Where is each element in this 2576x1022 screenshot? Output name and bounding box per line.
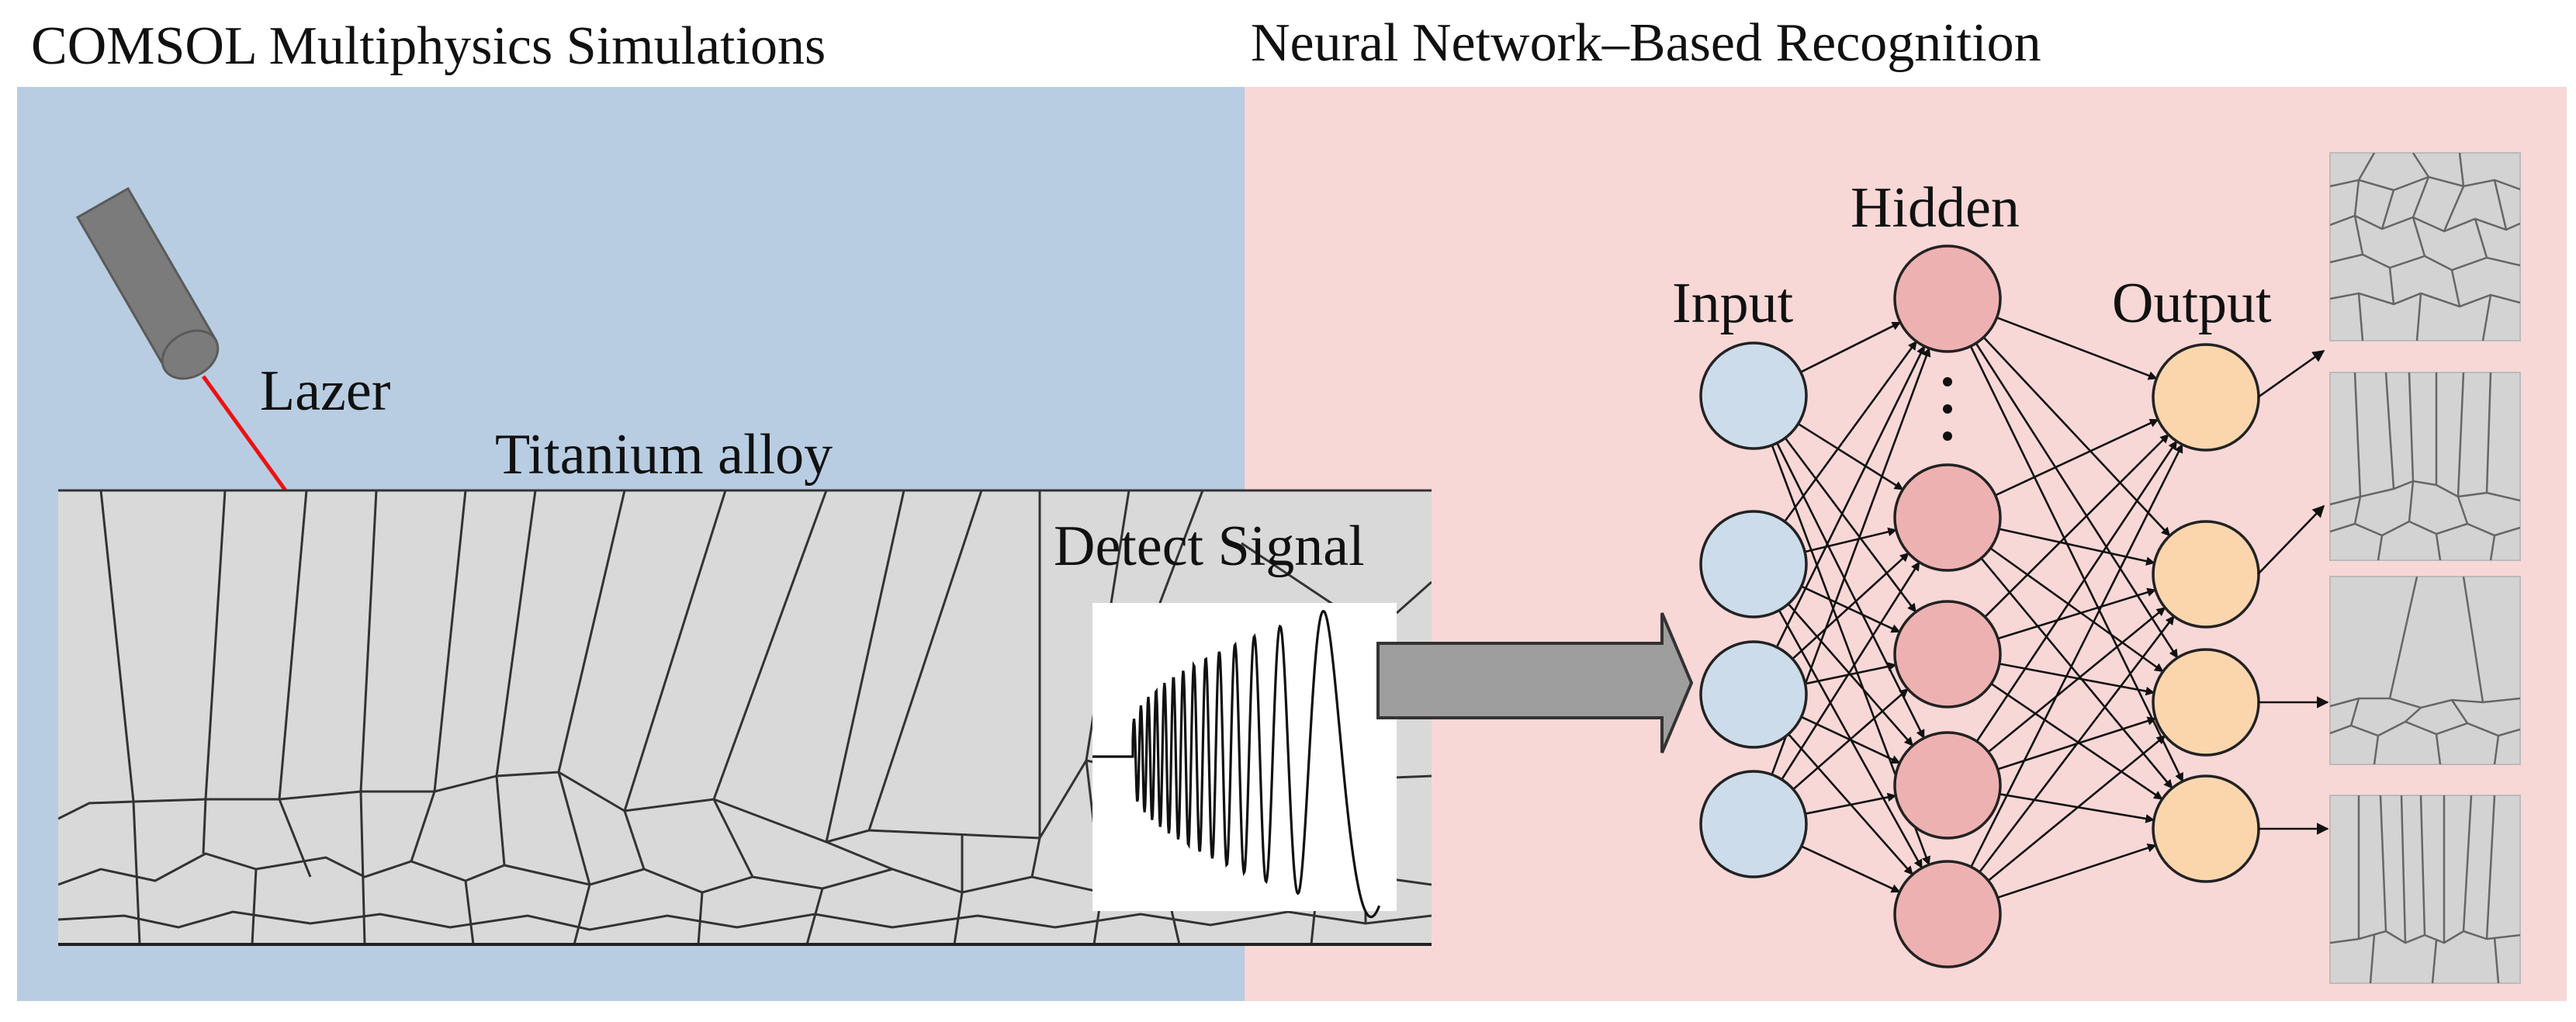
network-connection xyxy=(1984,433,2169,618)
microstructure-columnar xyxy=(2329,795,2521,984)
microstructure-columnar-bottom-equiaxed xyxy=(2329,372,2521,561)
columnar-grain-boundaries xyxy=(99,490,1432,843)
network-connection xyxy=(1792,552,1909,660)
hidden-ellipsis xyxy=(1943,377,1952,441)
network-connection xyxy=(1990,683,2163,800)
laser-beam xyxy=(201,375,288,492)
network-connection xyxy=(1987,735,2166,882)
laser-head-icon xyxy=(75,186,220,380)
output-node xyxy=(2152,343,2260,452)
hidden-node xyxy=(1893,244,2002,353)
network-connection xyxy=(1982,336,2171,537)
output-arrows xyxy=(2257,349,2329,835)
network-connection xyxy=(1989,547,2164,673)
recognition-title: Neural Network–Based Recognition xyxy=(1251,13,2041,73)
microstructure-equiaxed xyxy=(2329,152,2521,341)
signal-label: Detect Signal xyxy=(1054,514,1365,578)
material-label: Titanium alloy xyxy=(495,423,833,487)
simulation-title: COMSOL Multiphysics Simulations xyxy=(31,16,826,76)
signal-plot xyxy=(1092,603,1397,919)
hidden-node xyxy=(1893,463,2002,572)
network-connection xyxy=(1997,587,2157,640)
output-layer-label: Output xyxy=(2112,272,2272,335)
laser-label: Lazer xyxy=(260,359,390,423)
network-connection xyxy=(1970,443,2183,868)
network-connection xyxy=(1804,527,1898,553)
network-connection xyxy=(1801,845,1901,893)
hidden-node xyxy=(1893,600,2002,708)
input-node xyxy=(1699,640,1808,749)
network-connection xyxy=(1996,316,2158,380)
input-node xyxy=(1699,770,1808,878)
network-connection xyxy=(1784,437,1917,613)
input-layer-label: Input xyxy=(1672,272,1794,335)
network-connection xyxy=(1775,345,1926,648)
network-connection xyxy=(1975,342,2179,659)
network-nodes xyxy=(1699,244,2260,968)
network-connection xyxy=(1999,528,2155,566)
network-connection xyxy=(1805,662,1897,685)
network-connection xyxy=(1997,844,2157,899)
network-connection xyxy=(1781,561,1920,781)
hidden-node xyxy=(1893,860,2002,968)
input-node xyxy=(1699,510,1808,618)
output-node xyxy=(2152,774,2260,883)
network-connection xyxy=(1979,615,2175,873)
network-connections xyxy=(1771,316,2184,899)
network-connection xyxy=(1801,585,1901,633)
input-node xyxy=(1699,341,1808,450)
output-node xyxy=(2152,520,2260,629)
signal-waveform xyxy=(1092,609,1381,919)
output-node xyxy=(2152,648,2260,757)
network-connection xyxy=(1784,340,1917,522)
network-connection xyxy=(1792,688,1909,791)
flow-arrow xyxy=(1376,612,1694,754)
network-connection xyxy=(1980,557,2173,789)
network-connection xyxy=(1797,423,1904,490)
network-connection xyxy=(1805,792,1897,815)
hidden-node xyxy=(1893,731,2002,840)
microstructure-large-grains-equiaxed-base xyxy=(2329,576,2521,765)
hidden-layer-label: Hidden xyxy=(1851,176,2020,240)
network-connection xyxy=(1969,345,2184,782)
network-connection xyxy=(1987,606,2166,754)
network-connection xyxy=(1800,321,1902,373)
network-connection xyxy=(1975,440,2178,743)
network-connection xyxy=(1995,418,2159,497)
